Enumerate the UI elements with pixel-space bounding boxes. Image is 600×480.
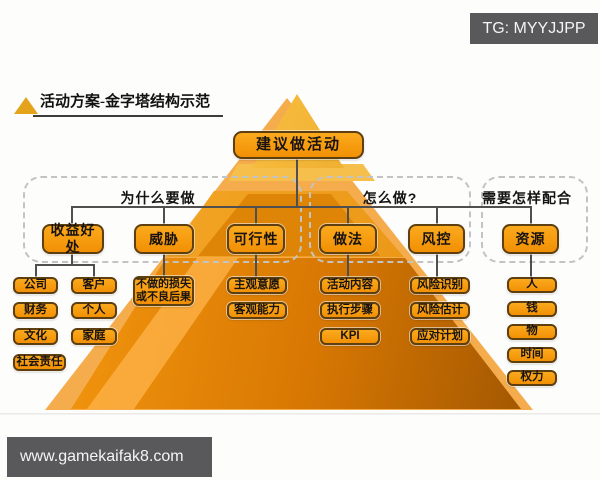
node-method: 做法 bbox=[319, 224, 377, 254]
node-feasibility: 可行性 bbox=[227, 224, 285, 254]
leaf-activity-content: 活动内容 bbox=[320, 277, 380, 294]
connector-resource-child bbox=[530, 254, 532, 277]
group-label-how: 怎么做? bbox=[362, 190, 418, 206]
group-label-why: 为什么要做 bbox=[120, 190, 196, 206]
node-resource: 资源 bbox=[502, 224, 559, 254]
pyramid-base-divider bbox=[0, 413, 600, 415]
site-watermark-badge: www.gamekaifak8.com bbox=[7, 437, 212, 477]
connector-drop-feasibility bbox=[255, 206, 257, 225]
connector-drop-risk bbox=[436, 206, 438, 225]
leaf-power: 权力 bbox=[507, 370, 557, 386]
connector-threat-child bbox=[163, 254, 165, 277]
leaf-customer: 客户 bbox=[71, 277, 117, 294]
leaf-kpi: KPI bbox=[320, 328, 380, 345]
leaf-risk-identify: 风险识别 bbox=[410, 277, 470, 294]
connector-drop-resource bbox=[530, 206, 532, 225]
connector-gains-branch bbox=[35, 264, 95, 266]
page-title: 活动方案-金字塔结构示范 bbox=[33, 90, 223, 117]
leaf-subjective-will: 主观意愿 bbox=[227, 277, 287, 294]
leaf-objective-ability: 客观能力 bbox=[227, 302, 287, 319]
leaf-execution-steps: 执行步骤 bbox=[320, 302, 380, 319]
leaf-risk-estimate: 风险估计 bbox=[410, 302, 470, 319]
leaf-finance: 财务 bbox=[13, 302, 58, 319]
node-risk-control: 风控 bbox=[408, 224, 465, 254]
dashed-region-why bbox=[23, 176, 302, 263]
connector-drop-threat bbox=[163, 206, 165, 225]
triangle-bullet-icon bbox=[14, 97, 38, 114]
group-label-support: 需要怎样配合 bbox=[482, 190, 572, 206]
leaf-culture: 文化 bbox=[13, 328, 58, 345]
connector-root-trunk bbox=[296, 159, 298, 207]
node-threat: 威胁 bbox=[134, 224, 194, 254]
tg-watermark-badge: TG: MYYJJPP bbox=[470, 13, 598, 44]
leaf-personal: 个人 bbox=[71, 302, 117, 319]
connector-trunk-horizontal bbox=[71, 206, 531, 208]
leaf-material: 物 bbox=[507, 324, 557, 340]
leaf-money: 钱 bbox=[507, 301, 557, 317]
root-node: 建议做活动 bbox=[233, 131, 364, 159]
connector-risk-child bbox=[436, 254, 438, 277]
connector-drop-gains bbox=[71, 206, 73, 225]
connector-gains-col-b bbox=[93, 264, 95, 277]
dashed-region-how bbox=[309, 176, 471, 263]
dashed-region-support bbox=[481, 176, 588, 263]
connector-gains-col-a bbox=[35, 264, 37, 277]
leaf-company: 公司 bbox=[13, 277, 58, 294]
page-title-text: 活动方案-金字塔结构示范 bbox=[40, 94, 210, 110]
leaf-people: 人 bbox=[507, 277, 557, 293]
leaf-loss-of-not-doing: 不做的损失或不良后果 bbox=[133, 276, 194, 306]
connector-method-child bbox=[347, 254, 349, 277]
leaf-social-responsibility: 社会责任 bbox=[13, 354, 66, 371]
connector-feasibility-child bbox=[255, 254, 257, 277]
leaf-response-plan: 应对计划 bbox=[410, 328, 470, 345]
leaf-time: 时间 bbox=[507, 347, 557, 363]
connector-drop-method bbox=[347, 206, 349, 225]
node-gains: 收益好处 bbox=[42, 222, 104, 255]
leaf-family: 家庭 bbox=[71, 328, 117, 345]
connector-gains-stem bbox=[71, 254, 73, 265]
